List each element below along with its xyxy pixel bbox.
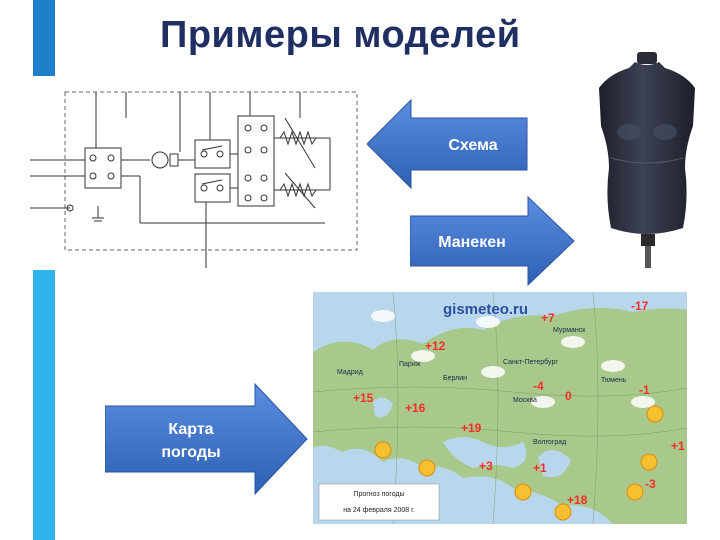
temp-13: -3 bbox=[645, 477, 656, 491]
temp-2: -17 bbox=[631, 299, 649, 313]
city-murmansk: Мурманск bbox=[553, 327, 586, 334]
temp-10: +3 bbox=[479, 459, 493, 473]
map-logo: gismeteo.ru bbox=[443, 301, 528, 318]
weather-label-line2: погоды bbox=[161, 444, 220, 461]
weather-map: gismeteo.ru Мадрид Париж Берлин Москва С… bbox=[313, 292, 687, 524]
city-st-petersburg: Санкт-Петербург bbox=[503, 358, 558, 366]
temp-11: +1 bbox=[533, 461, 547, 475]
city-madrid: Мадрид bbox=[337, 369, 363, 376]
accent-bar-bottom bbox=[33, 270, 55, 540]
temp-12: +18 bbox=[567, 493, 588, 507]
scheme-arrow: Схема bbox=[367, 98, 528, 190]
map-caption-line2: на 24 февраля 2008 г. bbox=[343, 507, 415, 514]
map-caption-line1: Прогноз погоды bbox=[353, 491, 404, 498]
temp-7: -4 bbox=[533, 379, 544, 393]
city-paris: Париж bbox=[399, 361, 421, 368]
temp-9: -1 bbox=[639, 383, 650, 397]
city-moscow: Москва bbox=[513, 397, 537, 404]
circuit-diagram bbox=[30, 78, 360, 268]
mannequin-arrow: Манекен bbox=[410, 195, 575, 287]
temp-4: +15 bbox=[353, 391, 374, 405]
city-volgograd: Волгоград bbox=[533, 439, 566, 446]
scheme-label: Схема bbox=[448, 137, 497, 154]
temp-14: +1 bbox=[671, 439, 685, 453]
temp-3: +12 bbox=[425, 339, 446, 353]
page-title: Примеры моделей bbox=[160, 14, 521, 56]
city-tyumen: Тюмень bbox=[601, 377, 627, 384]
city-berlin: Берлин bbox=[443, 375, 467, 382]
weather-map-arrow: Карта погоды bbox=[105, 382, 308, 496]
weather-label-line1: Карта bbox=[168, 421, 213, 438]
mannequin-label: Манекен bbox=[438, 234, 506, 251]
temp-8: 0 bbox=[565, 389, 572, 403]
temp-5: +16 bbox=[405, 401, 426, 415]
mannequin-image bbox=[585, 48, 710, 270]
temp-1: +7 bbox=[541, 311, 555, 325]
accent-bar-top bbox=[33, 0, 55, 76]
temp-6: +19 bbox=[461, 421, 482, 435]
